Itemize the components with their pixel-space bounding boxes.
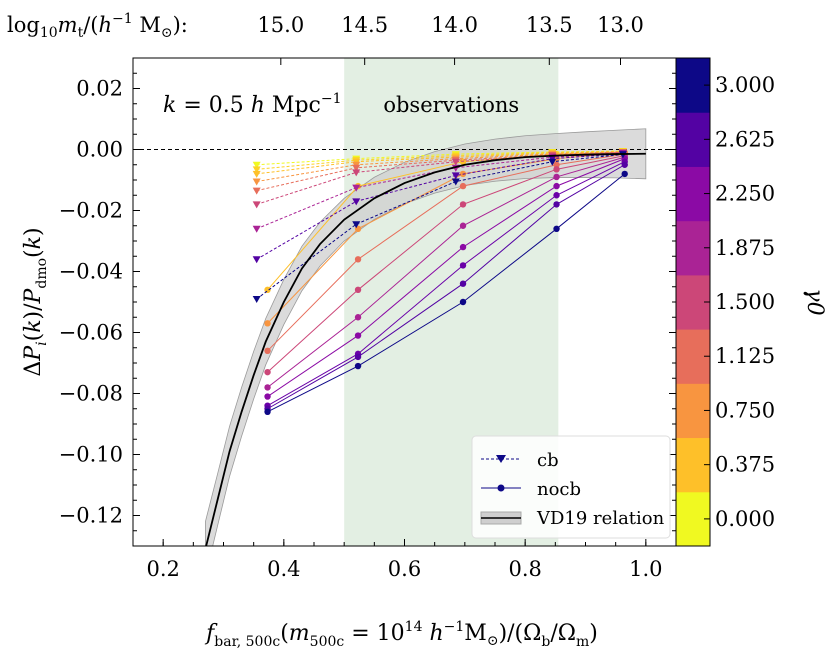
- y-tick-label: 0.02: [76, 77, 123, 101]
- colorbar-tick-label: 0.375: [715, 453, 775, 477]
- y-tick-label: −0.06: [59, 321, 123, 345]
- nocb-point-3-3: [553, 166, 560, 173]
- cb-series-line-15: [256, 152, 623, 230]
- nocb-point-7-4: [621, 161, 628, 168]
- cb-series-line-9: [256, 150, 623, 166]
- legend-nocb-marker: [497, 484, 505, 492]
- nocb-point-5-2: [459, 243, 467, 251]
- x-tick-label: 1.0: [629, 557, 662, 581]
- cb-series-line-11: [256, 151, 623, 175]
- colorbar: 3.000 2.625 2.250 1.875 1.500 1.125 0.750 0.375…: [675, 57, 775, 547]
- legend-cb-marker: [496, 455, 506, 463]
- y-axis-label: ΔPi(k)/Pdmo(k): [21, 227, 50, 376]
- colorbar-tick-label: 3.000: [715, 73, 775, 97]
- k-annotation: k = 0.5 h Mpc−1: [163, 91, 342, 118]
- top-tick-label: 14.5: [341, 13, 388, 37]
- nocb-point-8-4: [621, 170, 628, 178]
- nocb-point-6-3: [553, 192, 560, 199]
- cb-point-14-1: [352, 169, 361, 177]
- nocb-point-2-0: [264, 347, 271, 354]
- nocb-point-1-0: [264, 320, 271, 327]
- y-tick-label: −0.02: [59, 199, 123, 223]
- legend-vd19-label: VD19 relation: [536, 508, 665, 529]
- cb-point-14-0: [252, 201, 261, 209]
- colorbar-tick-label: 1.500: [715, 290, 775, 314]
- nocb-point-6-2: [459, 262, 467, 269]
- nocb-point-8-2: [459, 298, 467, 306]
- cb-point-17-1: [352, 221, 361, 229]
- cb-point-15-1: [352, 184, 361, 192]
- x-tick-label: 0.8: [508, 557, 541, 581]
- nocb-point-2-3: [553, 161, 560, 168]
- cb-point-16-2: [451, 172, 460, 180]
- top-tick-label: 15.0: [257, 13, 304, 37]
- nocb-point-7-2: [459, 280, 467, 287]
- cb-point-16-1: [352, 198, 361, 206]
- nocb-point-8-1: [354, 362, 362, 370]
- x-tick-label: 0.6: [388, 557, 421, 581]
- cb-point-13-0: [252, 187, 261, 195]
- nocb-point-8-3: [553, 225, 560, 232]
- nocb-point-4-0: [264, 384, 271, 391]
- legend-nocb-label: nocb: [537, 479, 581, 500]
- cb-point-10-0: [252, 166, 261, 174]
- nocb-point-4-3: [553, 173, 560, 181]
- cb-point-12-0: [252, 178, 261, 186]
- nocb-point-4-1: [354, 314, 362, 321]
- nocb-point-7-3: [553, 201, 560, 208]
- cb-series-line-16: [256, 153, 623, 260]
- nocb-point-2-1: [354, 256, 362, 263]
- top-tick-label: 13.0: [597, 13, 644, 37]
- cb-series-line-10: [256, 150, 623, 170]
- cb-point-15-0: [252, 225, 261, 233]
- y-tick-label: −0.10: [59, 443, 123, 467]
- legend: cb nocb VD19 relation: [471, 435, 671, 539]
- x-tick-label: 0.2: [146, 557, 179, 581]
- top-tick-label: 14.0: [431, 13, 478, 37]
- nocb-point-8-0: [264, 408, 271, 415]
- colorbar-tick-label: 2.250: [715, 182, 775, 206]
- nocb-point-3-1: [354, 286, 362, 293]
- y-tick-label: −0.08: [59, 382, 123, 406]
- cb-point-17-2: [451, 178, 460, 186]
- svg-text:ΔPi(k)/Pdmo(k): ΔPi(k)/Pdmo(k): [21, 227, 50, 376]
- cb-point-11-0: [252, 170, 261, 178]
- nocb-point-5-0: [264, 393, 271, 400]
- legend-cb-label: cb: [537, 450, 559, 471]
- nocb-point-3-0: [264, 368, 271, 376]
- nocb-point-3-2: [459, 201, 467, 208]
- y-tick-label: 0.00: [76, 138, 123, 162]
- cb-point-14-2: [451, 158, 460, 166]
- cb-point-9-0: [252, 161, 261, 169]
- observations-label: observations: [383, 93, 519, 117]
- top-tick-label: 13.5: [526, 13, 573, 37]
- cb-point-17-0: [252, 295, 261, 303]
- top-axis-title: log10mt/(h−1 M⊙):: [7, 11, 188, 41]
- y-tick-label: −0.12: [59, 504, 123, 528]
- x-tick-label: 0.4: [267, 557, 300, 581]
- nocb-point-2-2: [459, 182, 467, 190]
- cb-point-17-3: [548, 158, 557, 166]
- nocb-point-7-1: [354, 353, 362, 361]
- colorbar-tick-label: 0.750: [715, 398, 775, 422]
- cb-point-16-0: [252, 256, 261, 264]
- colorbar-tick-label: 2.625: [715, 127, 775, 151]
- colorbar-tick-label: 1.875: [715, 236, 775, 260]
- nocb-point-4-2: [459, 222, 467, 229]
- colorbar-tick-label: 0.000: [715, 507, 775, 531]
- nocb-point-5-3: [553, 182, 560, 190]
- colorbar-label: γ0: [802, 288, 827, 315]
- colorbar-tick-label: 1.125: [715, 344, 775, 368]
- x-axis-label: fbar, 500c(m500c = 1014 h−1M⊙)/(Ωb/Ωm): [204, 619, 598, 650]
- nocb-point-5-1: [354, 332, 362, 339]
- vd19-relation-line: [205, 152, 646, 546]
- cb-point-13-1: [352, 164, 361, 172]
- y-tick-label: −0.04: [59, 260, 123, 284]
